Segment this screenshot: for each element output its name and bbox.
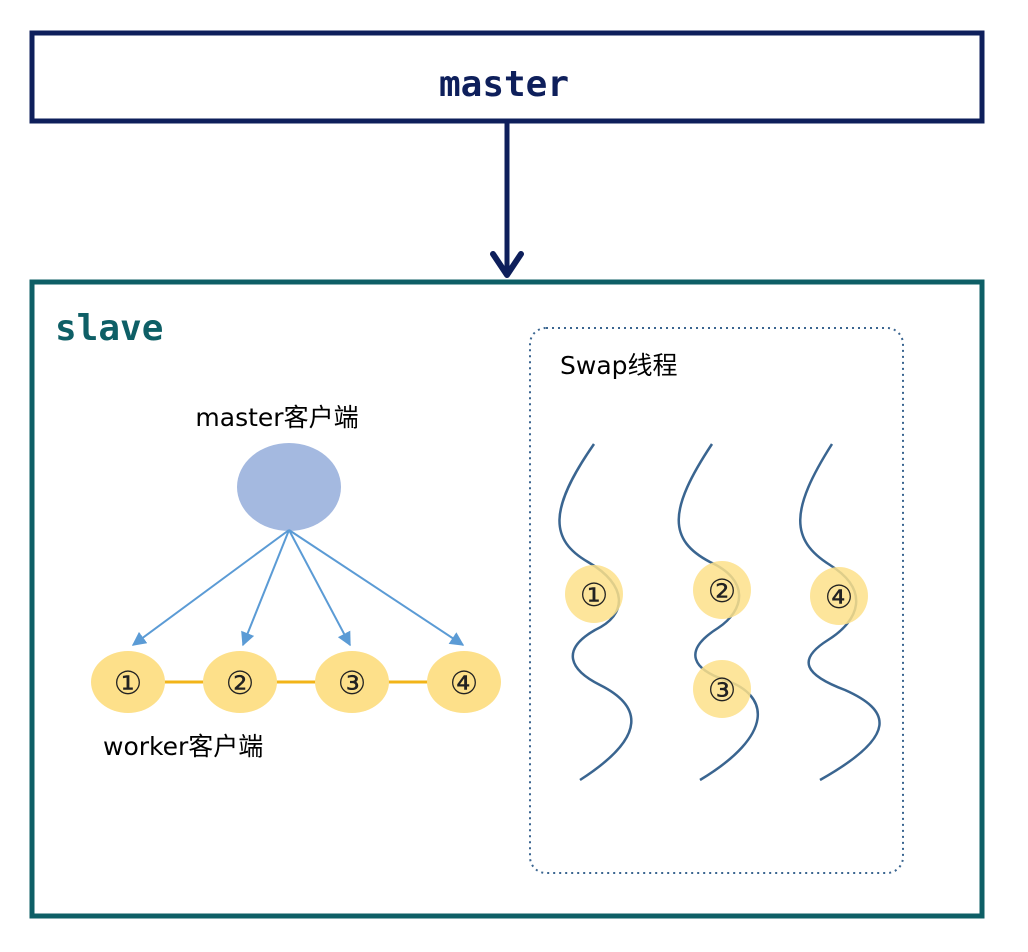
swap-task-4: ④ (810, 567, 868, 625)
swap-task-2-shape (693, 561, 751, 619)
worker-node-4: ④ (427, 651, 501, 713)
worker-node-3-label: ③ (338, 664, 367, 702)
worker-node-2-shape (203, 651, 277, 713)
worker-client-label: worker客户端 (103, 732, 263, 761)
swap-task-3-label: ③ (708, 671, 737, 709)
swap-task-4-label: ④ (825, 578, 854, 616)
worker-node-3-shape (315, 651, 389, 713)
master-box-label: master (439, 64, 569, 105)
swap-task-3-shape (693, 660, 751, 718)
master-to-slave-arrowhead (490, 251, 524, 278)
dispatch-arrow-4 (288, 529, 465, 646)
swap-task-2-label: ② (708, 572, 737, 610)
dispatch-arrow-2 (241, 529, 290, 647)
worker-node-4-shape (427, 651, 501, 713)
slave-box-label: slave (55, 308, 163, 349)
swap-task-1-label: ① (580, 576, 609, 614)
master-client-node (237, 443, 341, 531)
worker-node-1-shape (91, 651, 165, 713)
worker-node-2-label: ② (226, 664, 255, 702)
swap-task-3: ③ (693, 660, 751, 718)
worker-node-2: ② (203, 651, 277, 713)
master-client-label: master客户端 (195, 403, 358, 432)
swap-thread-label: Swap线程 (560, 351, 678, 380)
thread-line-3 (799, 443, 881, 782)
dispatch-arrows (131, 529, 465, 647)
worker-node-1: ① (91, 651, 165, 713)
dispatch-arrow-3 (288, 529, 351, 647)
worker-node-1-label: ① (114, 664, 143, 702)
dispatch-arrow-1 (131, 529, 290, 646)
master-box (29, 30, 985, 124)
swap-thread-area (529, 327, 904, 874)
swap-task-2: ② (693, 561, 751, 619)
thread-line-2 (677, 443, 759, 782)
swap-task-1: ① (565, 565, 623, 623)
worker-node-4-label: ④ (450, 664, 479, 702)
swap-task-1-shape (565, 565, 623, 623)
swap-task-4-shape (810, 567, 868, 625)
thread-line-1 (558, 443, 633, 782)
worker-node-3: ③ (315, 651, 389, 713)
